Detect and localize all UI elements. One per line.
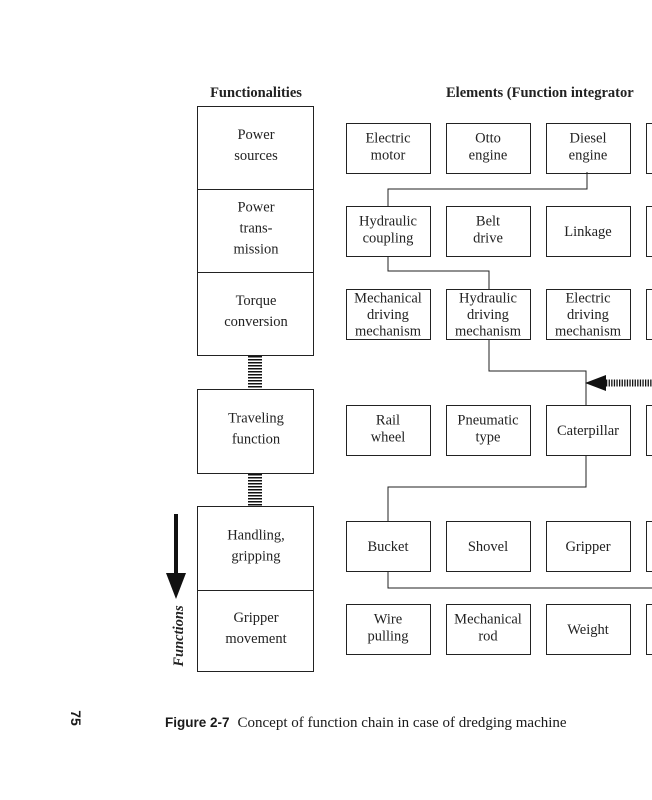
element-label: type: [476, 430, 501, 446]
element-box: [346, 604, 431, 655]
element-label: motor: [371, 148, 406, 164]
element-label: mechanism: [355, 324, 422, 340]
element-label: Gripper: [565, 539, 610, 555]
functionality-box: [197, 272, 314, 356]
element-label: Caterpillar: [557, 423, 619, 439]
element-label: pulling: [367, 629, 408, 645]
element-label: Diesel: [569, 131, 606, 147]
element-label: rod: [478, 629, 498, 645]
functionality-label: conversion: [224, 314, 288, 330]
functionality-label: sources: [234, 148, 278, 164]
element-label: Linkage: [564, 224, 612, 240]
element-label: Rail: [376, 413, 400, 429]
connector-diesel-to-hydraulic-coupling: [387, 172, 588, 206]
function-chain-connectors: [387, 172, 652, 589]
element-label: Mechanical: [354, 291, 422, 307]
element-box: [546, 206, 631, 257]
element-box: [346, 289, 431, 340]
element-box: [346, 123, 431, 174]
element-box: [646, 206, 652, 257]
elements-grid: ElectricmotorOttoengineDieselengineHydra…: [346, 123, 652, 655]
functionality-label: Traveling: [228, 411, 284, 427]
element-box: [646, 604, 652, 655]
functionality-label: movement: [225, 631, 286, 647]
functionality-label: Power: [237, 200, 274, 216]
functions-arrow-icon: [166, 514, 186, 599]
functionality-label: Handling,: [227, 528, 285, 544]
element-label: Wire: [374, 612, 402, 628]
element-box: [446, 521, 531, 572]
element-box: [546, 289, 631, 340]
element-label: coupling: [363, 231, 414, 247]
element-box: [446, 289, 531, 340]
functionalities-column: PowersourcesPowertrans-missionTorqueconv…: [197, 106, 314, 672]
element-label: Hydraulic: [459, 291, 517, 307]
connector-bucket-onward: [387, 571, 652, 589]
dotted-arrow-left-icon: [585, 375, 652, 391]
functionality-label: trans-: [239, 221, 272, 237]
element-box: [646, 405, 652, 456]
element-label: Electric: [565, 291, 610, 307]
element-box: [446, 123, 531, 174]
element-label: Weight: [567, 622, 609, 638]
functionality-label: gripping: [231, 549, 280, 565]
element-box: [346, 405, 431, 456]
functionality-label: mission: [233, 242, 279, 258]
figure-caption: Figure 2-7 Concept of function chain in c…: [165, 715, 567, 732]
element-box: [346, 206, 431, 257]
element-label: Mechanical: [454, 612, 522, 628]
connector-caterpillar-to-bucket: [387, 455, 587, 521]
element-label: Belt: [476, 214, 500, 230]
element-label: mechanism: [455, 324, 522, 340]
functionality-label: Torque: [236, 293, 277, 309]
element-box: [646, 521, 652, 572]
element-label: drive: [473, 231, 503, 247]
element-box: [546, 123, 631, 174]
element-label: Electric: [365, 131, 410, 147]
element-label: driving: [467, 307, 509, 323]
functionality-box: [197, 389, 314, 474]
element-label: driving: [567, 307, 609, 323]
element-label: mechanism: [555, 324, 622, 340]
element-label: Shovel: [468, 539, 508, 555]
element-label: engine: [469, 148, 508, 164]
page-number: 75: [67, 710, 84, 726]
functionality-label: Gripper: [233, 610, 278, 626]
functionality-label: function: [232, 432, 281, 448]
figure-caption-text: Concept of function chain in case of dre…: [237, 715, 567, 731]
element-box: [446, 206, 531, 257]
functionalities-header: Functionalities: [210, 85, 302, 101]
element-box: [646, 289, 652, 340]
element-box: [546, 405, 631, 456]
element-box: [646, 123, 652, 174]
element-label: driving: [367, 307, 409, 323]
functionality-box: [197, 590, 314, 672]
element-label: engine: [569, 148, 608, 164]
connector-coupling-to-hydraulic-driving: [387, 256, 490, 289]
element-box: [546, 604, 631, 655]
element-box: [446, 405, 531, 456]
figure-label: Figure 2-7: [165, 715, 230, 730]
connector-hydraulic-driving-to-caterpillar: [488, 339, 587, 405]
element-box: [546, 521, 631, 572]
functionality-label: Power: [237, 127, 274, 143]
functions-axis-label: Functions: [171, 605, 187, 668]
elements-header: Elements (Function integrator: [446, 85, 634, 101]
element-label: Otto: [475, 131, 501, 147]
element-label: Pneumatic: [457, 413, 518, 429]
element-box: [446, 604, 531, 655]
element-label: Bucket: [367, 539, 408, 555]
element-label: Hydraulic: [359, 214, 417, 230]
element-label: wheel: [371, 430, 406, 446]
